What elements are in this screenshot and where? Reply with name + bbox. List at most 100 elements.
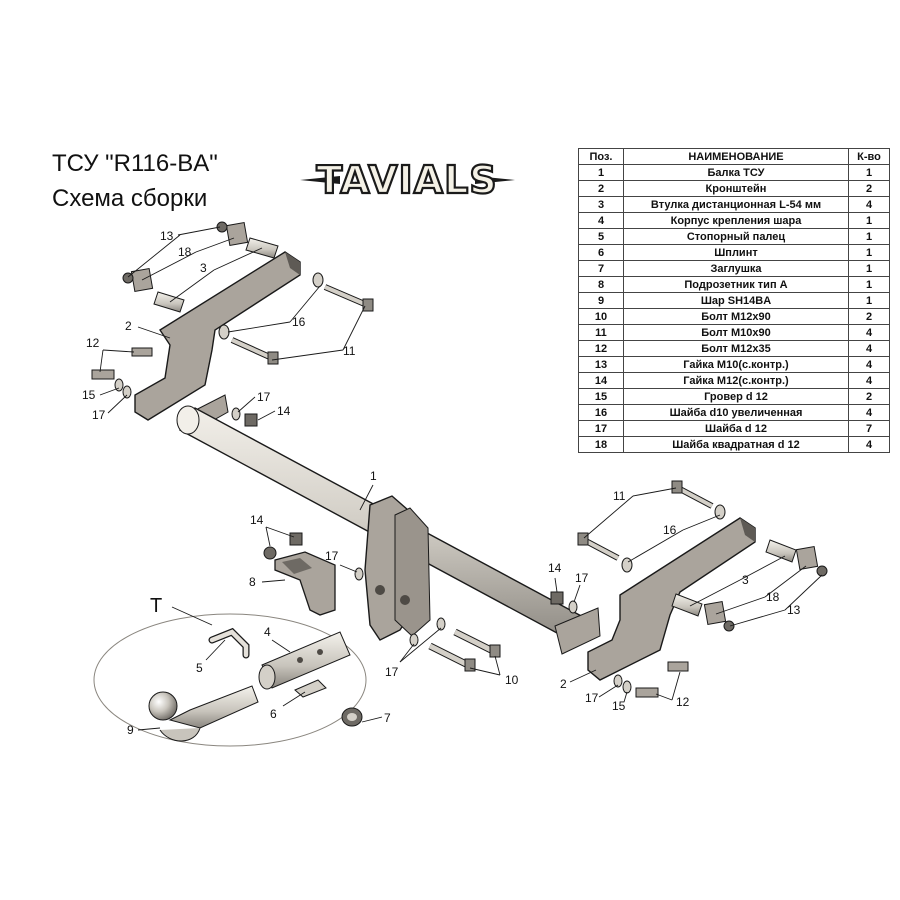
bolt-m12x90	[428, 642, 476, 672]
nut-m12	[263, 546, 277, 560]
callout-13: 13	[787, 603, 801, 617]
callout-17: 17	[257, 390, 271, 404]
callout-16: 16	[292, 315, 306, 329]
left-bracket	[134, 251, 301, 421]
cell-name: Стопорный палец	[623, 228, 849, 245]
plug-cap	[341, 707, 363, 727]
callout-14: 14	[548, 561, 562, 575]
cell-name: Шайба квадратная d 12	[623, 436, 849, 453]
drawing-subtitle: Схема сборки	[52, 185, 208, 212]
cell-name: Гайка М12(с.контр.)	[623, 372, 849, 389]
grover-washer	[114, 378, 124, 392]
callout-3: 3	[200, 261, 207, 275]
callout-13: 13	[160, 229, 174, 243]
cell-qty: 4	[848, 356, 890, 373]
cell-name: Шайба d10 увеличенная	[623, 404, 849, 421]
bolt-m10x90	[577, 532, 620, 561]
tavials-logo: TAVIALS	[300, 157, 515, 203]
square-washer	[703, 601, 727, 625]
cell-pos: 18	[578, 436, 624, 453]
socket-bracket	[274, 551, 336, 616]
cell-pos: 15	[578, 388, 624, 405]
callout-12: 12	[86, 336, 100, 350]
bolt-m10x90	[230, 337, 279, 365]
washer-d12	[354, 567, 364, 581]
nut-m10	[723, 620, 735, 632]
cell-name: Шайба d 12	[623, 420, 849, 437]
washer-d12	[122, 385, 132, 399]
callout-12: 12	[676, 695, 690, 709]
callout-11: 11	[343, 344, 356, 358]
square-washer	[795, 546, 819, 570]
grover-washer	[622, 680, 632, 694]
callout-1: 1	[370, 469, 377, 483]
callout-10: 10	[505, 673, 519, 687]
bolt-m12x35	[635, 661, 689, 698]
callout-17: 17	[585, 691, 599, 705]
callout-14: 14	[250, 513, 264, 527]
nut-m12	[289, 532, 303, 546]
washer-d12	[613, 674, 623, 688]
square-washer	[225, 222, 249, 246]
locking-pin	[208, 627, 250, 659]
parts-table-header: Поз. НАИМЕНОВАНИЕ К-во	[578, 148, 890, 165]
callout-9: 9	[127, 723, 134, 737]
cell-qty: 4	[848, 436, 890, 453]
ball-housing	[258, 631, 351, 690]
right-bracket	[587, 517, 756, 681]
callout-5: 5	[196, 661, 203, 675]
washer-d12	[436, 617, 446, 631]
nut-m10	[816, 565, 828, 577]
callout-14: 14	[277, 404, 291, 418]
callout-17: 17	[325, 549, 339, 563]
central-mount-plate	[364, 495, 431, 641]
callout-2: 2	[560, 677, 567, 691]
bolt-m10x90	[671, 480, 714, 509]
washer-d10	[714, 504, 726, 520]
callout-18: 18	[178, 245, 192, 259]
callout-8: 8	[249, 575, 256, 589]
cell-name: Болт М12х35	[623, 340, 849, 357]
callout-18: 18	[766, 590, 780, 604]
cell-name: Подрозетник тип А	[623, 276, 849, 293]
bolt-m10x90	[323, 284, 374, 312]
callout-3: 3	[742, 573, 749, 587]
bolt-m12x90	[453, 628, 501, 658]
cell-pos: 13	[578, 356, 624, 373]
callout-17: 17	[92, 408, 106, 422]
cell-name: Втулка дистанционная L-54 мм	[623, 196, 849, 213]
callout-4: 4	[264, 625, 271, 639]
callout-15: 15	[612, 699, 626, 713]
callout-numbers: 13 18 3 2 16 11 12 15 17 17 14 1 14 17 8…	[82, 229, 801, 737]
callout-2: 2	[125, 319, 132, 333]
callout-6: 6	[270, 707, 277, 721]
nut-m10	[216, 221, 228, 233]
washer-d10	[218, 324, 230, 340]
washer-d12	[568, 600, 578, 614]
callout-16: 16	[663, 523, 677, 537]
drawing-title: ТСУ "R116-BA"	[52, 150, 218, 177]
callout-17: 17	[575, 571, 589, 585]
callout-7: 7	[384, 711, 391, 725]
kit-outline	[93, 613, 367, 747]
nut-m12	[244, 413, 258, 427]
leader-lines	[99, 226, 823, 731]
tow-ball	[148, 685, 259, 742]
nut-m12	[550, 591, 564, 605]
washer-d12	[409, 633, 419, 647]
washer-d12	[231, 407, 241, 421]
header-name: НАИМЕНОВАНИЕ	[623, 148, 849, 165]
brand-wordmark: TAVIALS	[316, 158, 497, 202]
callout-17: 17	[385, 665, 399, 679]
